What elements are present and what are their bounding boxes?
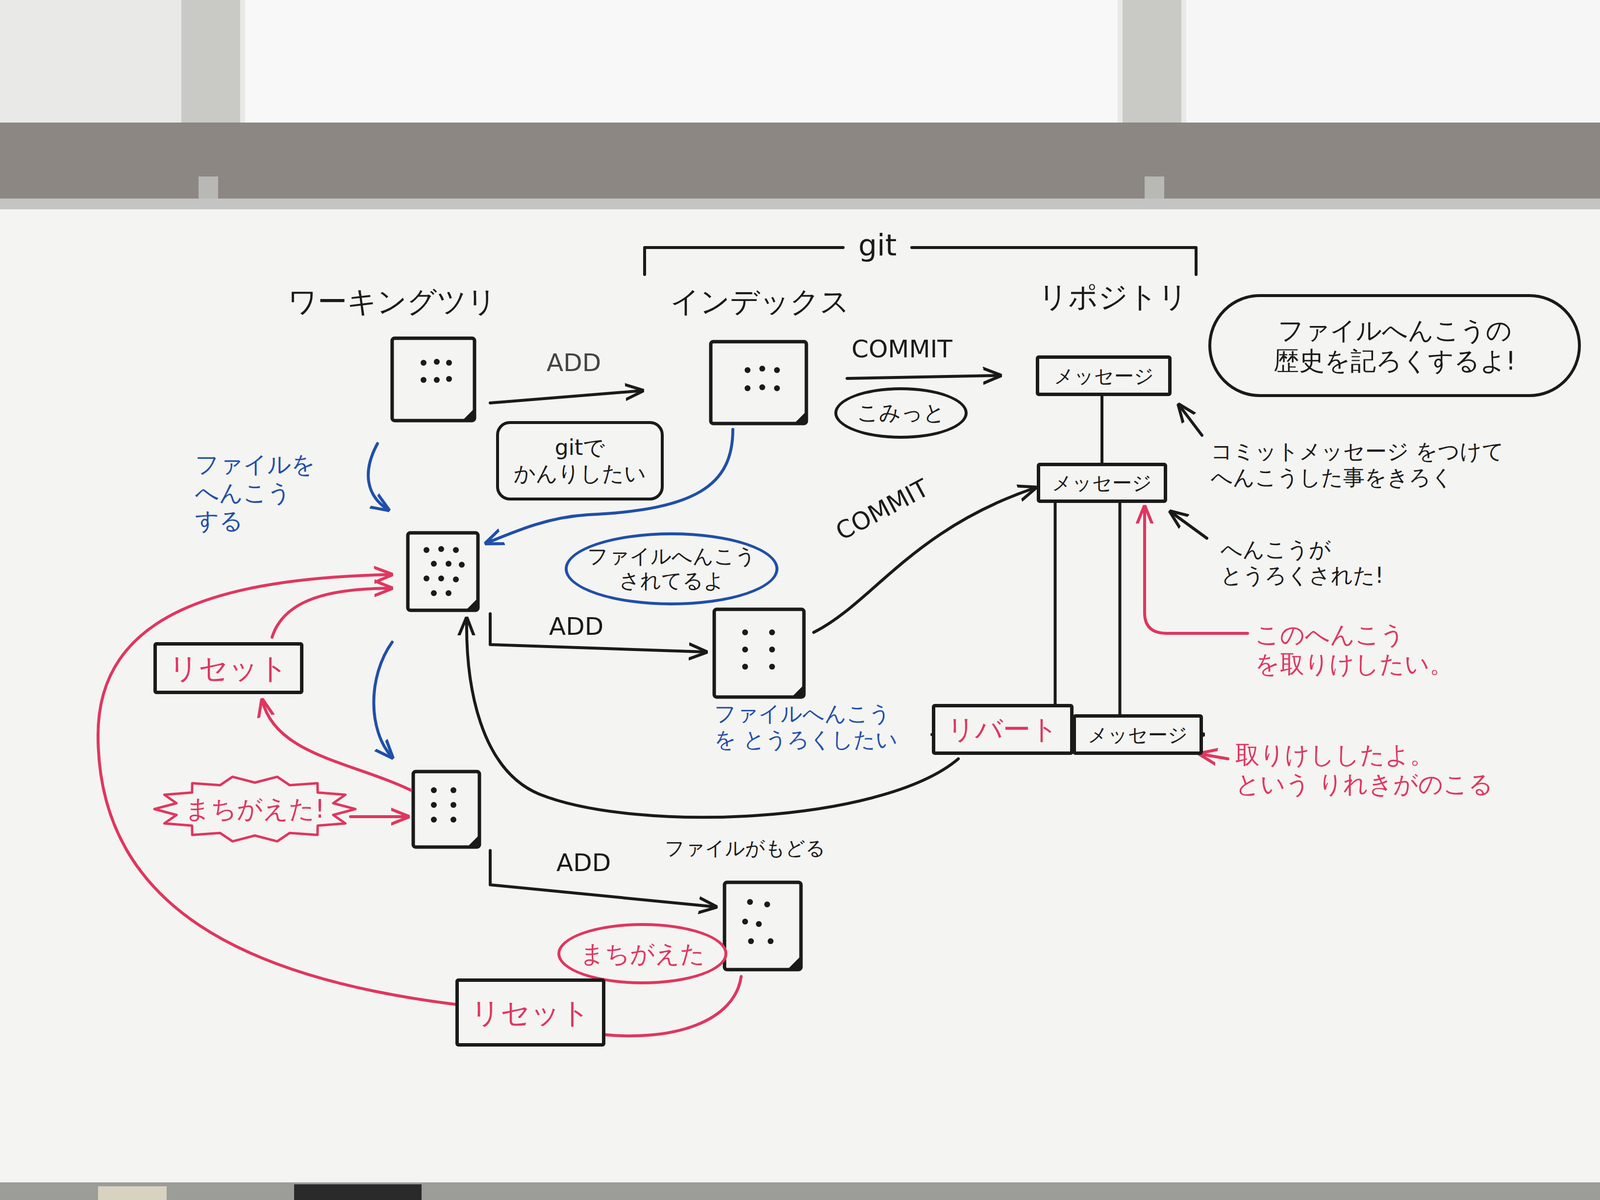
column-heading: リポジトリ (1038, 278, 1188, 315)
group-title: git (858, 227, 897, 263)
note-oval: まちがえた (557, 923, 728, 985)
exclaim-burst: まちがえた! (154, 775, 356, 843)
action-box: リセット (153, 642, 304, 695)
node-text: メッセージ (1053, 364, 1154, 388)
node-text: まちがえた! (184, 793, 325, 825)
commit-box: メッセージ (1036, 462, 1168, 503)
action-box: リセット (455, 978, 606, 1047)
speech-bubble: gitで かんりしたい (496, 421, 664, 501)
column-heading: ワーキングツリ (287, 283, 497, 320)
node-text: こみっと (856, 400, 946, 426)
node-text: まちがえた (579, 939, 705, 969)
speech-bubble: ファイルへんこうの 歴史を記ろくするよ! (1208, 294, 1581, 398)
note: ファイルへんこう を とうろくしたい (714, 700, 904, 753)
commit-box: メッセージ (1072, 714, 1203, 755)
node-text: ファイルへんこうの 歴史を記ろくするよ! (1267, 315, 1523, 377)
note: へんこうが とうろくされた! (1220, 536, 1384, 589)
note: コミットメッセージ をつけて へんこうした事をきろく (1210, 438, 1535, 491)
speech-bubble: こみっと (834, 387, 968, 439)
history-connector (1118, 502, 1122, 715)
action-box: リバート (931, 703, 1074, 755)
node-text: メッセージ (1087, 723, 1188, 747)
node-text: メッセージ (1051, 471, 1152, 495)
note-oval: ファイルへんこう されてるよ (564, 532, 779, 606)
node-text: gitで かんりしたい (513, 434, 647, 487)
commit-box: メッセージ (1035, 355, 1172, 397)
note: ファイルがもどる (664, 836, 826, 860)
command-label: ADD (556, 848, 611, 878)
history-connector (1100, 396, 1104, 463)
note: ファイルを へんこう する (195, 450, 316, 536)
history-connector (1053, 502, 1057, 704)
node-text: リセット (470, 995, 591, 1031)
command-label: ADD (546, 348, 601, 378)
command-label: ADD (549, 611, 604, 642)
node-text: リセット (168, 650, 289, 686)
node-text: リバート (947, 712, 1059, 746)
node-text: ファイルへんこう されてるよ (587, 544, 756, 594)
note: 取りけししたよ。 という りれきがのこる (1235, 740, 1500, 800)
note: このへんこう を取りけしたい。 (1254, 620, 1454, 679)
command-label: COMMIT (851, 334, 953, 364)
column-heading: インデックス (670, 283, 850, 320)
